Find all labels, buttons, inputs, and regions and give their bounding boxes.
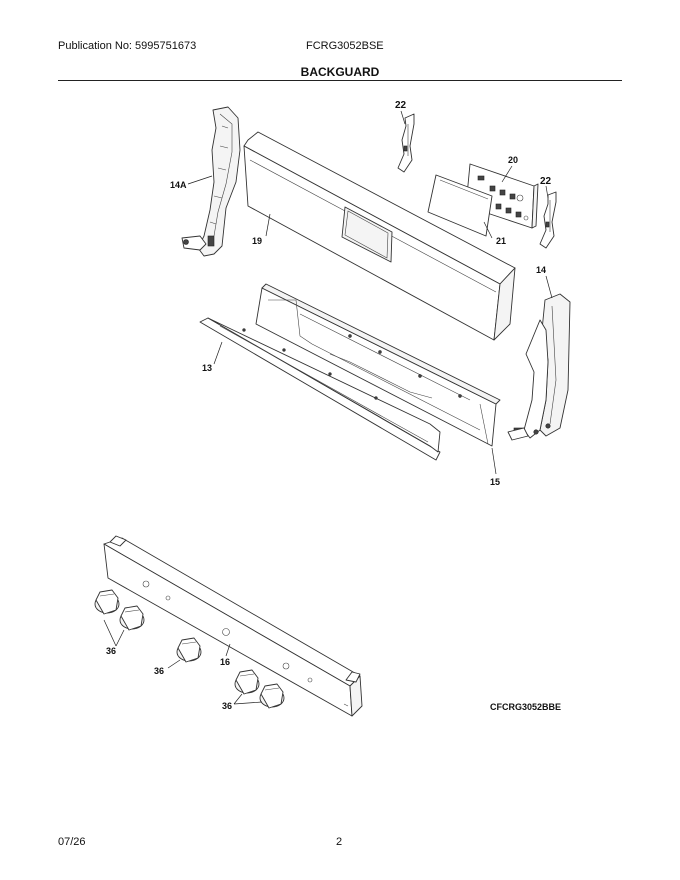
- footer-date: 07/26: [58, 836, 86, 848]
- callout-36-left: 36: [106, 646, 116, 656]
- callout-14a: 14A: [170, 180, 187, 190]
- callout-36-right: 36: [222, 701, 232, 711]
- callout-20: 20: [508, 155, 518, 165]
- part-14-right-endcap: [507, 293, 571, 441]
- callout-13: 13: [202, 363, 212, 373]
- page-number: 2: [336, 836, 343, 848]
- part-22-bracket-lower: [539, 191, 557, 249]
- callout-21: 21: [496, 236, 506, 246]
- callout-22-lower: 22: [540, 176, 552, 187]
- part-15-frame: [255, 283, 501, 447]
- knob-2: [119, 605, 145, 631]
- callout-36-middle: 36: [154, 666, 164, 676]
- part-21-overlay: [427, 174, 493, 237]
- publication-number: Publication No: 5995751673: [58, 40, 197, 52]
- callout-16: 16: [220, 657, 230, 667]
- part-13-trim: [199, 317, 441, 461]
- page-title: BACKGUARD: [300, 65, 380, 79]
- part-14a-left-endcap: [181, 106, 241, 257]
- callout-14: 14: [536, 265, 546, 275]
- leader-lines: [103, 110, 553, 705]
- diagram-code: CFCRG3052BBE: [490, 702, 562, 712]
- knob-4: [234, 669, 260, 695]
- part-16-control-panel: [103, 535, 363, 717]
- part-22-bracket-upper: [397, 113, 415, 173]
- knob-1: [94, 589, 120, 615]
- callout-15: 15: [490, 477, 500, 487]
- knob-5: [259, 683, 285, 709]
- model-number: FCRG3052BSE: [306, 40, 384, 52]
- knob-3: [176, 637, 202, 663]
- callout-22-upper: 22: [395, 100, 407, 111]
- callout-19: 19: [252, 236, 262, 246]
- part-19-backguard-panel: [243, 131, 516, 341]
- title-divider: [58, 80, 622, 81]
